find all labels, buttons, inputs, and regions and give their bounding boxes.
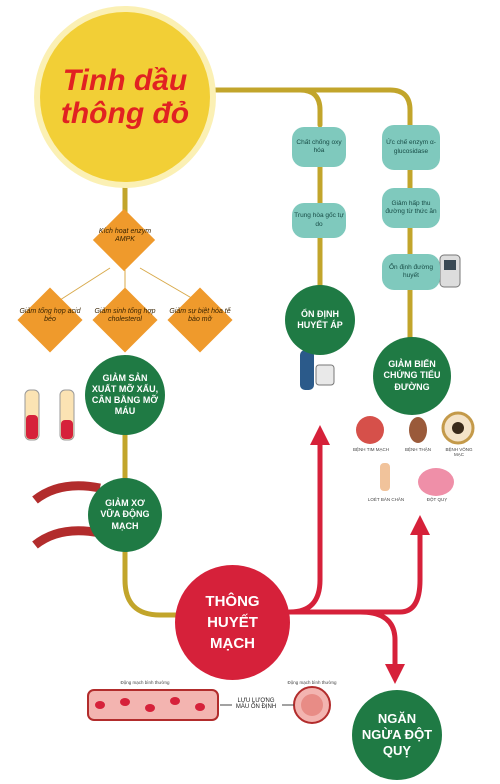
node-enzyme: Ức chế enzym α-glucosidase xyxy=(382,125,440,170)
comp-kidney: BỆNH THẬN xyxy=(405,447,431,452)
page-title: Tinh dầu thông đỏ xyxy=(60,64,190,130)
node-sugar: Ổn định đường huyết xyxy=(382,254,440,290)
node-diabetes: GIẢM BIẾN CHỨNG TIỂU ĐƯỜNG xyxy=(373,337,451,415)
diamond-acid-label: Giảm tổng hợp acid béo xyxy=(19,308,81,324)
node-enzyme-label: Ức chế enzym α-glucosidase xyxy=(386,139,436,155)
node-antioxidant-label: Chất chống oxy hóa xyxy=(296,138,342,154)
node-absorb-label: Giảm hấp thu đường từ thức ăn xyxy=(385,199,437,215)
line-title-right2 xyxy=(297,87,413,128)
node-freeradical: Trung hòa gốc tự do xyxy=(292,203,346,238)
artery-illustration xyxy=(87,686,331,724)
node-flow: THÔNG HUYẾT MẠCH xyxy=(175,565,290,680)
organ-icons xyxy=(356,411,475,496)
node-antioxidant: Chất chống oxy hóa xyxy=(292,127,346,167)
node-fat-label: GIẢM SẢN XUẤT MỠ XẤU, CÂN BẰNG MỠ MÁU xyxy=(91,372,159,417)
diamond-cholesterol-label: Giảm sinh tổng hợp cholesterol xyxy=(94,308,156,324)
node-diabetes-label: GIẢM BIẾN CHỨNG TIỂU ĐƯỜNG xyxy=(383,359,441,392)
node-athero-label: GIẢM XƠ VỮA ĐỘNG MẠCH xyxy=(100,498,150,531)
node-stroke-label: NGĂN NGỪA ĐỘT QUỴ xyxy=(361,710,433,759)
test-tube-icons xyxy=(24,389,75,441)
node-stroke: NGĂN NGỪA ĐỘT QUỴ xyxy=(352,690,442,780)
node-bp-label: ỔN ĐỊNH HUYẾT ÁP xyxy=(297,308,343,330)
comp-heart: BỆNH TIM MẠCH xyxy=(353,447,389,452)
flow-label: LƯU LƯỢNG MÁU ỔN ĐỊNH xyxy=(235,698,277,710)
comp-retina: BỆNH VÕNG MẠC xyxy=(445,447,473,457)
comp-foot: LOÉT BÀN CHÂN xyxy=(367,497,405,502)
artery-label-left: Động mạch bình thường xyxy=(120,680,170,685)
node-fat: GIẢM SẢN XUẤT MỠ XẤU, CÂN BẰNG MỠ MÁU xyxy=(85,355,165,435)
ampk-label: Kích hoạt enzym AMPK xyxy=(98,228,152,244)
node-absorb: Giảm hấp thu đường từ thức ăn xyxy=(382,188,440,228)
node-sugar-label: Ổn định đường huyết xyxy=(388,263,434,279)
red-arrows xyxy=(287,437,423,671)
device-icons xyxy=(300,254,461,390)
node-freeradical-label: Trung hòa gốc tự do xyxy=(294,212,344,228)
title-circle: Tinh dầu thông đỏ xyxy=(40,12,210,182)
node-athero: GIẢM XƠ VỮA ĐỘNG MẠCH xyxy=(88,478,162,552)
diamond-fatcell-label: Giảm sự biệt hóa tế bào mỡ xyxy=(169,308,231,324)
artery-label-right: Động mạch bình thường xyxy=(287,680,337,685)
line-title-right xyxy=(202,87,323,128)
node-flow-label: THÔNG HUYẾT MẠCH xyxy=(205,593,260,652)
comp-stroke: ĐỘT QUỴ xyxy=(426,497,448,502)
node-bp: ỔN ĐỊNH HUYẾT ÁP xyxy=(285,285,355,355)
line-athero-flow xyxy=(122,547,193,618)
